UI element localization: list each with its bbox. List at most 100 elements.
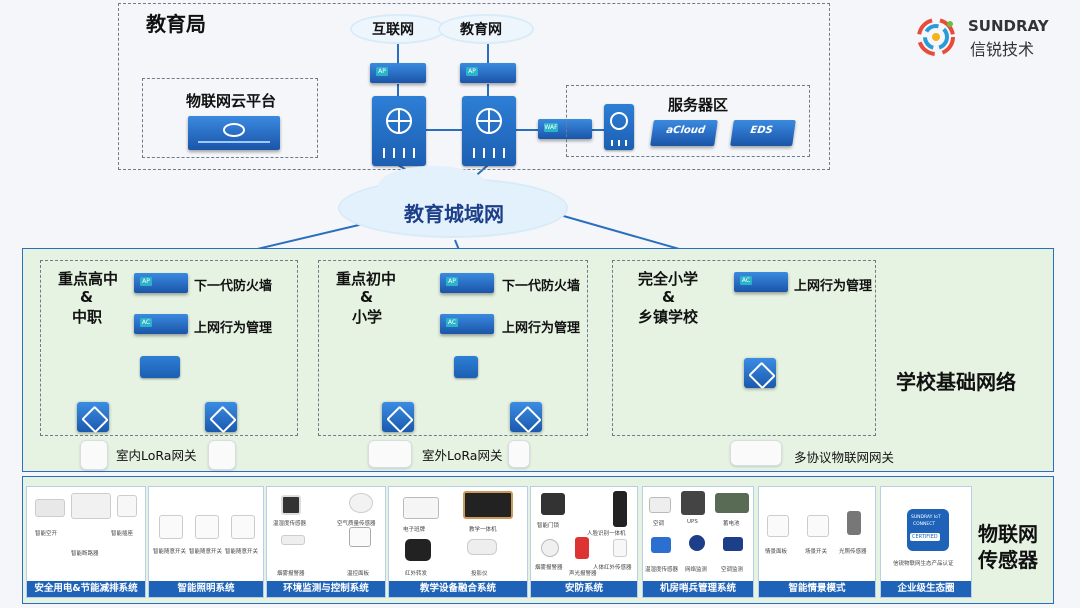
p5-label-5: 人体红外传感器 [593, 565, 632, 571]
metro-label: 教育城域网 [404, 202, 504, 226]
group-1-ap-left [77, 402, 109, 432]
teaching-display-img [463, 491, 513, 519]
bureau-ap-1: AP [370, 63, 426, 83]
temp-sensor-img [281, 495, 301, 515]
group-2-name-l3: 小学 [352, 308, 383, 326]
group-2-ap-right [510, 402, 542, 432]
sensor-panel-lighting: 智能随意开关 智能随意开关 智能随意开关 智能照明系统 [148, 486, 264, 598]
group-2-behavior-label: 上网行为管理 [502, 321, 581, 336]
p4-label-1: 电子班牌 [403, 527, 426, 533]
eds-label: EDS [749, 125, 774, 136]
group-2-name-l2: & [360, 288, 374, 306]
smoke-detector-img [541, 539, 559, 557]
switch-icon [473, 108, 505, 158]
p3-label-1: 温湿度传感器 [273, 521, 307, 527]
school-group-3 [612, 260, 876, 436]
multi-protocol-gateway [730, 440, 782, 466]
sensor-panel-caption: 安全用电&节能减排系统 [27, 581, 145, 597]
school-network-area [22, 248, 1054, 472]
sensor-panel-caption: 企业级生态圈 [881, 581, 971, 597]
p3-label-3: 烟雾报警器 [277, 571, 305, 577]
sundray-logo-icon [917, 18, 955, 56]
p6-label-6: 空调监测 [721, 567, 744, 573]
p5-label-1: 智能门锁 [537, 523, 560, 529]
p1-label-3: 智能断路器 [71, 551, 99, 557]
edu-net-cloud [438, 14, 534, 44]
group-3-behavior-label: 上网行为管理 [794, 279, 873, 294]
core-switch-1 [372, 96, 426, 166]
group-1-ap-right [205, 402, 237, 432]
school-network-title: 学校基础网络 [896, 370, 1016, 394]
p3-label-2: 空气质量传感器 [337, 521, 376, 527]
cert-l3: CERTIFIED [910, 533, 940, 541]
group-3-ap [744, 358, 776, 388]
acloud-label: aCloud [665, 125, 706, 136]
sensor-panel-teaching: 电子班牌 教学一体机 红外转发 投影仪 教学设备融合系统 [388, 486, 528, 598]
ac-monitor-img [723, 537, 743, 551]
indoor-lora-gateway-1 [80, 440, 108, 470]
battery-img [715, 493, 749, 513]
p3-label-4: 温控面板 [347, 571, 370, 577]
internet-cloud [350, 14, 446, 44]
p2-label-3: 智能随意开关 [225, 549, 259, 555]
acloud-server: aCloud [650, 120, 718, 146]
group-3-name-l1: 完全小学 [638, 270, 699, 288]
group-2-firewall-label: 下一代防火墙 [502, 279, 581, 294]
scene-switch-img [807, 515, 829, 537]
p5-label-4: 声光报警器 [569, 571, 597, 577]
school-group-1 [40, 260, 298, 436]
switch-icon [610, 112, 628, 146]
projector-img [467, 539, 497, 555]
group-2-name-l1: 重点初中 [336, 270, 397, 288]
group-2-ac: AC [440, 314, 494, 334]
p1-label-2: 智能插座 [111, 531, 134, 537]
group-3-name-l2: & [662, 288, 676, 306]
sensor-panel-security: 智能门锁 人脸识别一体机 烟雾报警器 声光报警器 人体红外传感器 安防系统 [530, 486, 638, 598]
outdoor-lora-gateway-2 [508, 440, 530, 468]
light-switch-3 [231, 515, 255, 539]
p7-label-2: 场景开关 [805, 549, 828, 555]
sensor-panel-machine-room: 空调 UPS 蓄电池 温湿度传感器 网络监测 空调监测 机房哨兵管理系统 [642, 486, 754, 598]
p6-label-4: 温湿度传感器 [645, 567, 679, 573]
group-2-switch [454, 356, 478, 378]
p5-label-3: 烟雾报警器 [535, 565, 563, 571]
scene-panel-img [767, 515, 789, 537]
thermo-panel-img [349, 527, 371, 547]
temp-humidity-img [651, 537, 671, 553]
p6-label-2: UPS [687, 519, 698, 525]
indoor-lora-label: 室内LoRa网关 [116, 448, 197, 463]
sensor-panel-caption: 教学设备融合系统 [389, 581, 527, 597]
group-1-behavior-label: 上网行为管理 [194, 321, 273, 336]
light-sensor-img [847, 511, 861, 535]
sensor-panel-caption: 智能照明系统 [149, 581, 263, 597]
p7-label-1: 情景面板 [765, 549, 788, 555]
bureau-title: 教育局 [146, 12, 206, 36]
group-1-ac: AC [134, 314, 188, 334]
sensor-panel-power: 智能空开 智能插座 智能断路器 安全用电&节能减排系统 [26, 486, 146, 598]
outdoor-lora-gateway [368, 440, 412, 468]
certified-badge: SUNDRAY IoT CONNECT CERTIFIED [907, 509, 949, 551]
p4-label-3: 红外转发 [405, 571, 428, 577]
brand-name-en: SUNDRAY [968, 17, 1049, 35]
p2-label-2: 智能随意开关 [189, 549, 223, 555]
ups-img [681, 491, 705, 515]
server-icon [198, 123, 270, 143]
group-1-name-l1: 重点高中 [58, 270, 119, 288]
e-classboard-img [403, 497, 439, 519]
air-sensor-img [349, 493, 373, 513]
p5-label-2: 人脸识别一体机 [587, 531, 626, 537]
iot-platform-title: 物联网云平台 [186, 92, 277, 110]
siren-img [575, 537, 589, 559]
bureau-ap-2: AP [460, 63, 516, 83]
group-1-name-l3: 中职 [72, 308, 103, 326]
p6-label-5: 网络监测 [685, 567, 708, 573]
server-zone-box [566, 85, 810, 157]
smart-lock-img [541, 493, 565, 515]
smart-meter-img [71, 493, 111, 519]
sensor-panel-caption: 智能情景模式 [759, 581, 875, 597]
p6-label-1: 空调 [653, 521, 665, 527]
net-monitor-img [689, 535, 705, 551]
smart-socket-img [117, 495, 137, 517]
multi-protocol-label: 多协议物联网网关 [794, 450, 895, 465]
ac-unit-img [649, 497, 671, 513]
